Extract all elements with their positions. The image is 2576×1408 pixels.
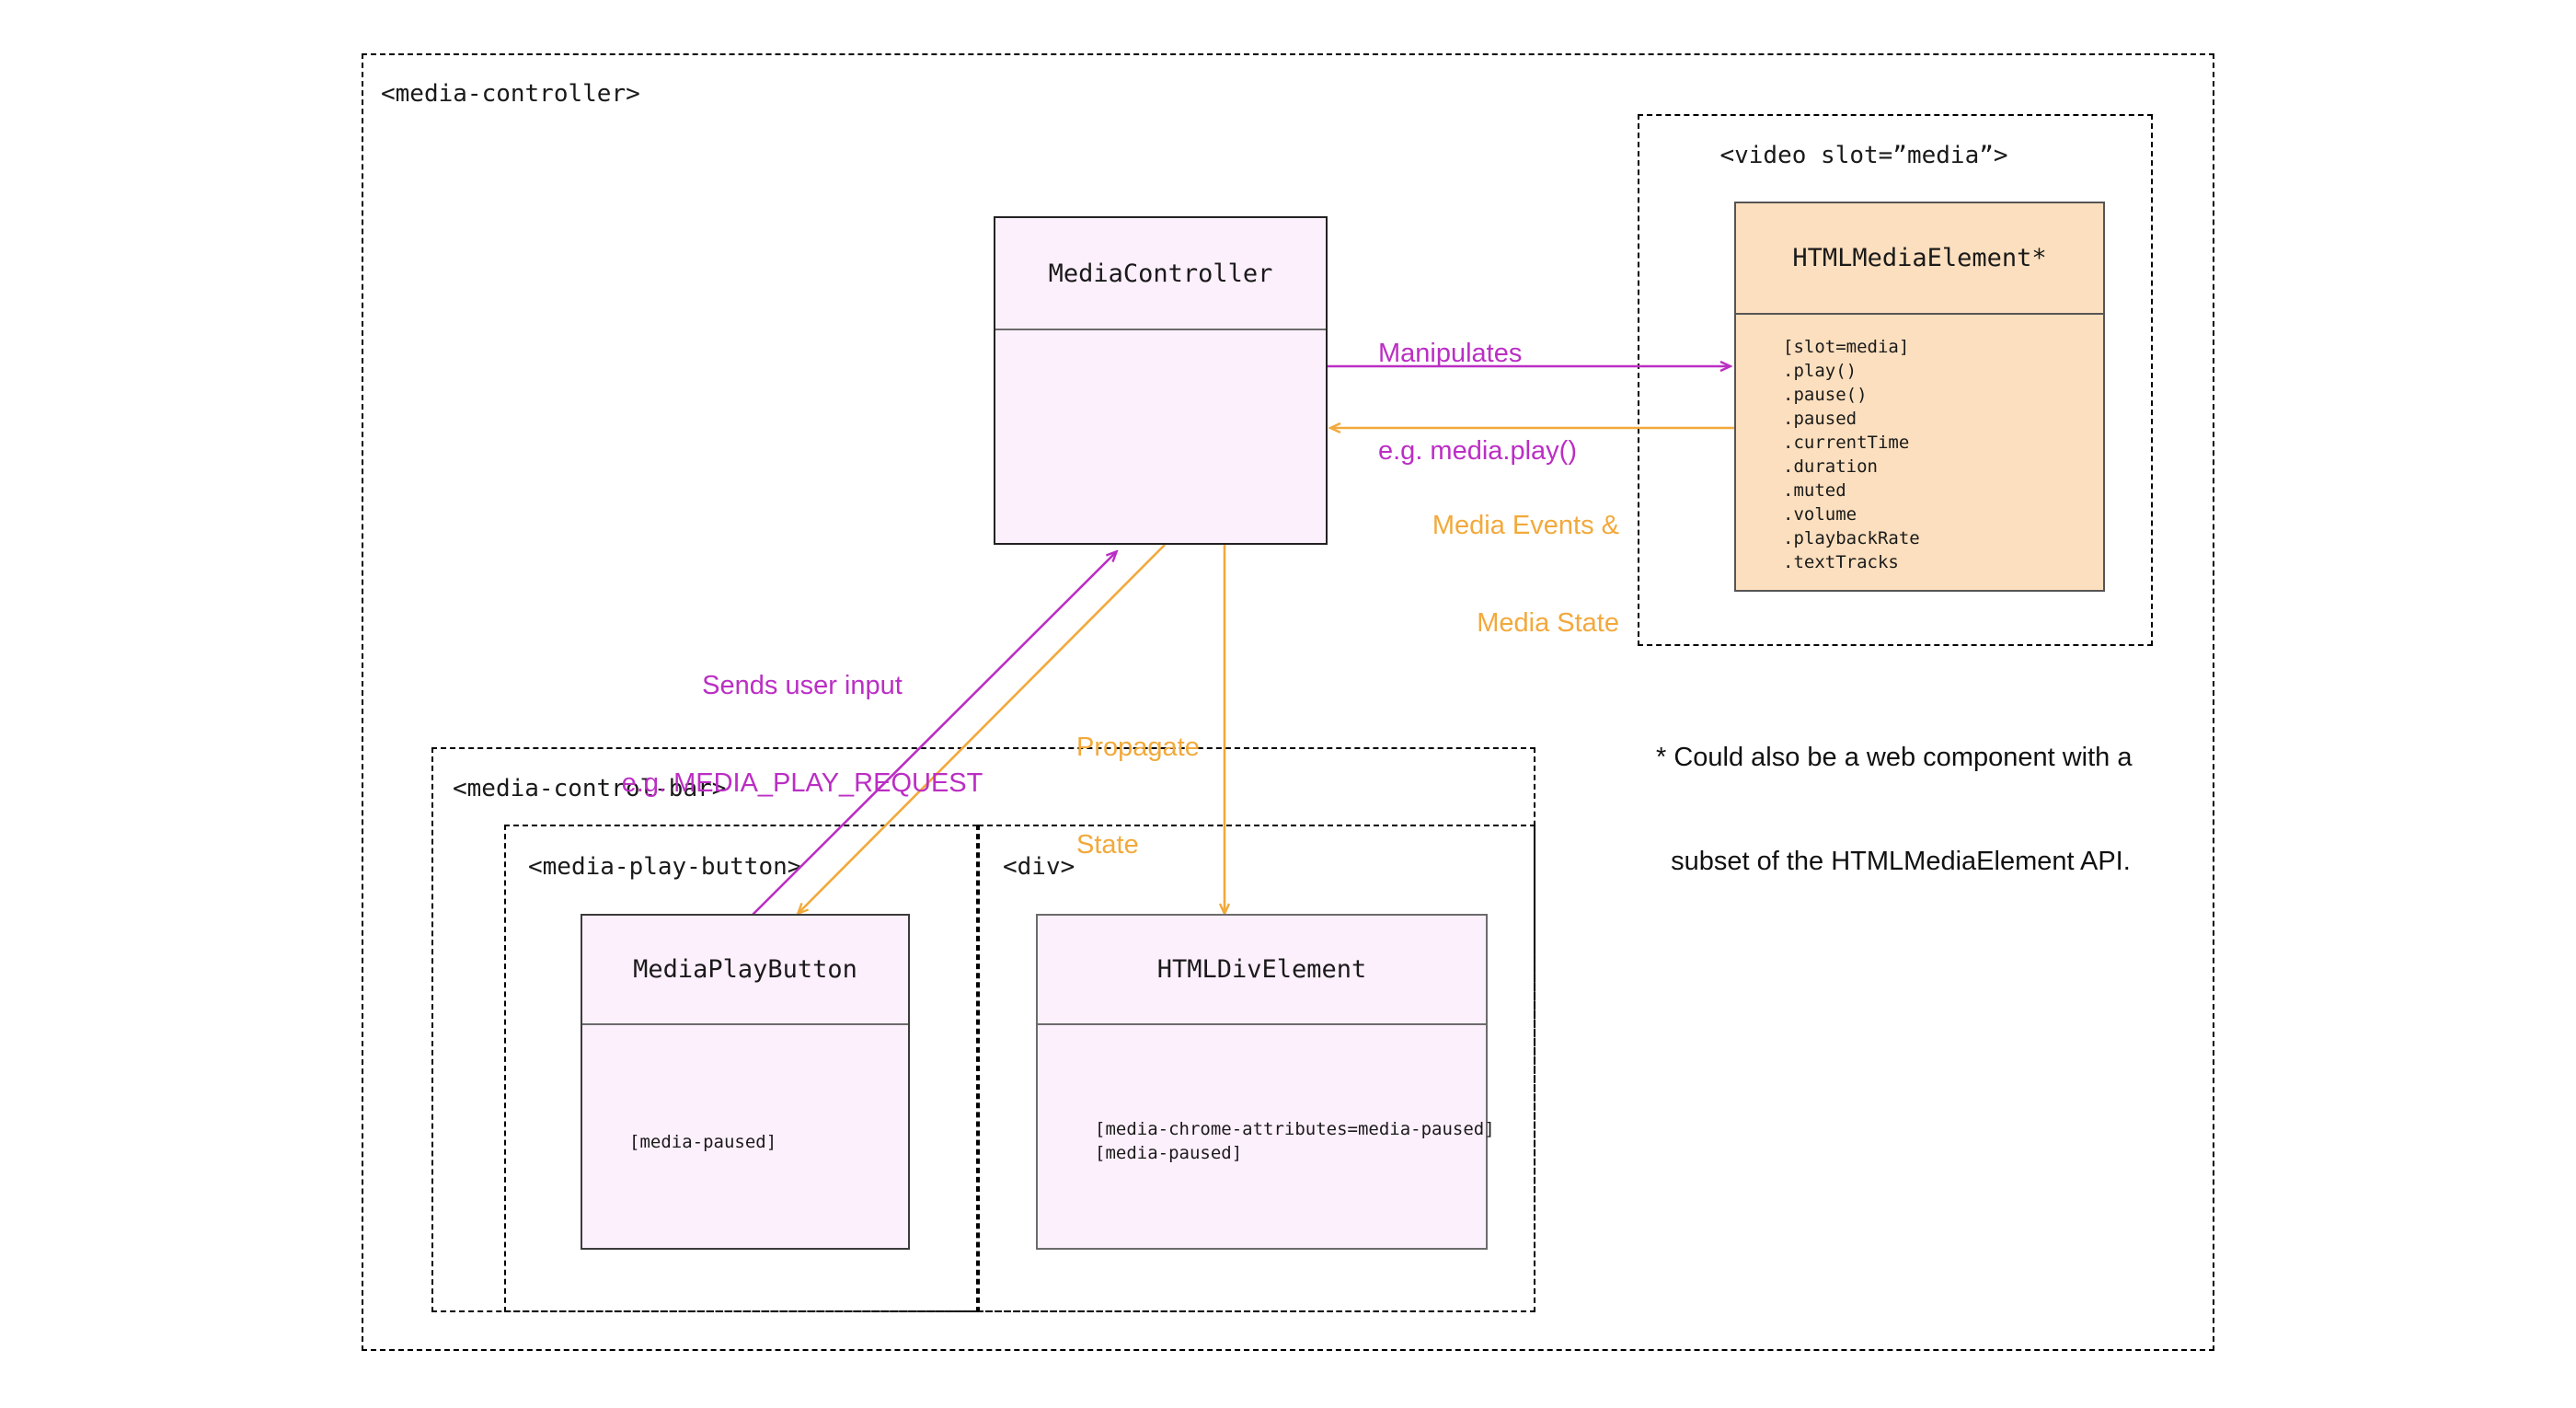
container-video-slot-label: <video slot=”media”>	[1719, 142, 2008, 169]
edge-label-media-events-line2: Media State	[1477, 607, 1619, 638]
edge-label-manipulates: Manipulates e.g. media.play()	[1378, 272, 1577, 533]
node-html-div-element[interactable]: HTMLDivElement [media-chrome-attributes=…	[1036, 914, 1495, 1250]
node-media-controller-title: MediaController	[995, 218, 1326, 330]
container-div-label: <div>	[1003, 853, 1075, 881]
node-media-play-button[interactable]: MediaPlayButton [media-paused]	[581, 914, 910, 1250]
edge-label-propagate-state: Propagate State	[1076, 666, 1200, 927]
edge-label-media-events-line1: Media Events &	[1432, 510, 1619, 540]
node-html-media-element-title: HTMLMediaElement*	[1736, 203, 2103, 315]
edge-label-media-events: Media Events & Media State	[1334, 444, 1619, 705]
container-media-controller	[362, 53, 2214, 1351]
container-media-control-bar-label: <media-control-bar>	[453, 775, 727, 802]
footnote-media-element: * Could also be a web component with a s…	[1656, 672, 2132, 950]
node-html-div-element-members: [media-chrome-attributes=media-paused] […	[1095, 1119, 1495, 1164]
edge-label-sends-user-input: Sends user input e.g. MEDIA_PLAY_REQUEST	[618, 605, 986, 865]
node-html-media-element[interactable]: HTMLMediaElement* [slot=media] .play() .…	[1734, 202, 2105, 592]
edge-label-sends-user-input-line2: e.g. MEDIA_PLAY_REQUEST	[621, 767, 983, 798]
edge-label-sends-user-input-line1: Sends user input	[702, 670, 903, 700]
node-media-play-button-members: [media-paused]	[629, 1132, 777, 1152]
node-media-controller-members	[995, 330, 1326, 543]
node-html-media-element-members: [slot=media] .play() .pause() .paused .c…	[1783, 337, 1920, 573]
edge-label-propagate-state-line2: State	[1076, 829, 1139, 860]
container-media-play-button	[504, 825, 978, 1312]
footnote-line1: * Could also be a web component with a	[1656, 743, 2133, 773]
edge-label-manipulates-line1: Manipulates	[1378, 338, 1523, 368]
container-video-slot	[1638, 114, 2153, 646]
edge-label-manipulates-line2: e.g. media.play()	[1378, 435, 1577, 466]
edge-label-propagate-state-line1: Propagate	[1076, 732, 1200, 762]
container-div	[978, 825, 1535, 1312]
node-html-div-element-title: HTMLDivElement	[1038, 916, 1486, 1025]
footnote-line2: subset of the HTMLMediaElement API.	[1656, 847, 2131, 877]
node-media-controller[interactable]: MediaController	[994, 216, 1328, 545]
container-media-controller-label: <media-controller>	[381, 80, 640, 108]
node-media-play-button-title: MediaPlayButton	[582, 916, 908, 1025]
